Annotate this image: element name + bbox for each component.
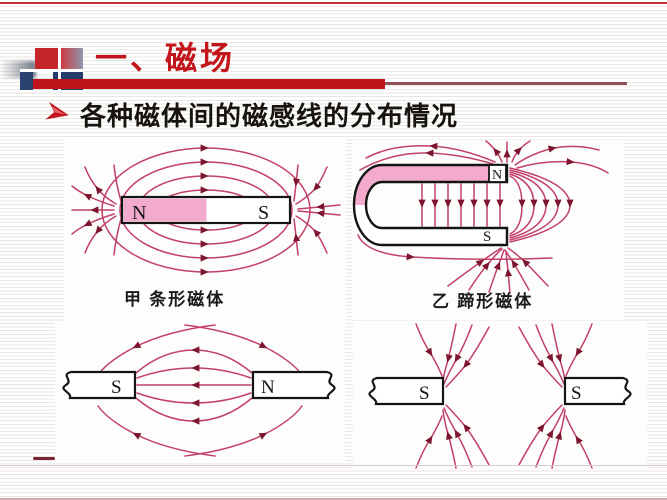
diagram-bar-magnet: N S 甲 条形磁体 xyxy=(64,139,346,321)
logo-red-square xyxy=(35,48,59,69)
slide-title: 一、磁场 xyxy=(95,40,236,76)
logo-white-gap-horizontal xyxy=(20,69,84,72)
horseshoe-caption: 乙 蹄形磁体 xyxy=(432,291,533,311)
bar-magnet-body: N S xyxy=(120,195,292,225)
title-underline-thick xyxy=(33,79,385,89)
repelling-field-lines xyxy=(415,323,593,469)
diagram-repelling-poles: S S xyxy=(353,322,647,470)
horseshoe-pole-s: S xyxy=(483,229,491,245)
logo-navy-stub xyxy=(20,72,33,90)
bar-magnet-caption: 甲 条形磁体 xyxy=(124,289,225,309)
repelling-pole-left: S xyxy=(419,383,430,404)
attracting-magnets: S N xyxy=(62,370,336,400)
stray-line-fragment xyxy=(33,457,55,460)
bullet-arrowhead-icon xyxy=(45,101,69,120)
top-hairline-rule xyxy=(0,2,667,4)
attracting-pole-n: N xyxy=(261,377,275,398)
bar-magnet-pole-s: S xyxy=(258,202,269,224)
horseshoe-field-lines xyxy=(357,140,609,294)
logo-fade-square xyxy=(61,48,83,69)
horseshoe-magnet-body: N S xyxy=(352,163,509,247)
diagram-horseshoe-magnet: N S 乙 蹄形磁体 xyxy=(352,140,624,320)
bottom-edge-rule xyxy=(0,498,667,500)
title-underline-thin xyxy=(385,82,627,85)
bullet-text: 各种磁体间的磁感线的分布情况 xyxy=(80,102,459,131)
diagram-attracting-poles: S N xyxy=(55,322,345,462)
repelling-magnets: S S xyxy=(368,376,632,406)
bar-magnet-pole-n: N xyxy=(132,202,146,224)
bottom-faint-rule xyxy=(0,465,667,466)
horseshoe-pole-n: N xyxy=(492,168,502,183)
attracting-field-lines xyxy=(97,324,303,457)
repelling-pole-right: S xyxy=(571,383,582,404)
attracting-pole-s: S xyxy=(111,377,122,398)
